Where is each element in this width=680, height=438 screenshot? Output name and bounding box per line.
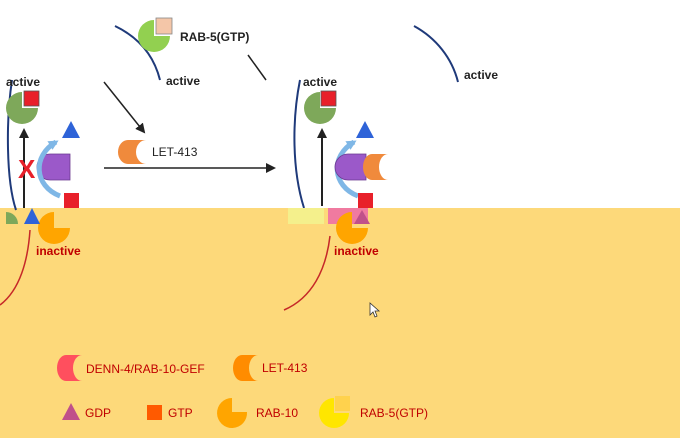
mouse-cursor-icon <box>369 302 381 318</box>
right-gtp-square-icon <box>320 90 337 107</box>
right-membrane-upper <box>293 79 305 209</box>
rab5-to-let413-arrow <box>103 81 146 134</box>
top-connector-line <box>247 54 267 81</box>
middle-let413-icon <box>118 140 146 164</box>
right-inactive-label: inactive <box>334 244 379 258</box>
right-active-label: active <box>303 75 337 89</box>
legend-gtp-icon <box>147 405 162 420</box>
legend-gdp-label: GDP <box>85 406 111 420</box>
legend-gtp-label: GTP <box>168 406 193 420</box>
top-rab5-icon <box>138 20 170 52</box>
right-membrane-lower <box>283 235 331 311</box>
left-inactive-label: inactive <box>36 244 81 258</box>
faint-active-label-1: active <box>166 74 200 88</box>
legend-let413-icon <box>233 355 258 381</box>
right-gtp-square-icon-2 <box>358 193 373 208</box>
top-rab5-square-icon <box>155 17 173 35</box>
left-membrane-lower <box>0 229 31 306</box>
legend-gef-icon <box>57 355 82 381</box>
legend-rab10-icon <box>217 398 248 428</box>
left-gdp-triangle-icon <box>62 121 80 138</box>
left-rab10-active-icon <box>6 92 38 124</box>
legend-rab10-label: RAB-10 <box>256 406 298 420</box>
top-rab5-label: RAB-5(GTP) <box>180 30 249 44</box>
legend-gdp-icon <box>62 403 80 420</box>
right-rab10-inactive-icon <box>336 212 368 244</box>
legend-let413-label: LET-413 <box>262 361 308 375</box>
left-blocked-x-icon: X <box>18 154 36 184</box>
middle-let413-label: LET-413 <box>152 145 198 159</box>
right-top-membrane <box>413 25 459 83</box>
left-exchange-arrow <box>36 139 62 199</box>
left-gdp-triangle-bottom-icon <box>24 208 40 224</box>
left-membrane-upper <box>6 79 17 211</box>
left-gtp-square-icon <box>23 90 40 107</box>
right-gef-icon <box>334 153 367 181</box>
legend-gef-label: DENN-4/RAB-10-GEF <box>86 362 205 376</box>
left-gtp-square-icon-2 <box>64 193 79 208</box>
legend-rab5-label: RAB-5(GTP) <box>360 406 428 420</box>
legend-rab5-square-icon <box>335 396 350 411</box>
left-rab10-small-icon <box>6 212 18 224</box>
right-rab10-active-icon <box>304 92 336 124</box>
right-gdp-triangle-bottom-icon <box>354 210 370 224</box>
render-artifact-strip <box>288 208 324 224</box>
legend-rab5-icon <box>319 398 349 428</box>
right-let413-icon <box>363 154 388 180</box>
left-rab10-inactive-icon <box>38 212 70 244</box>
left-active-label: active <box>6 75 40 89</box>
right-gdp-triangle-icon <box>356 121 374 138</box>
faint-active-label-2: active <box>464 68 498 82</box>
